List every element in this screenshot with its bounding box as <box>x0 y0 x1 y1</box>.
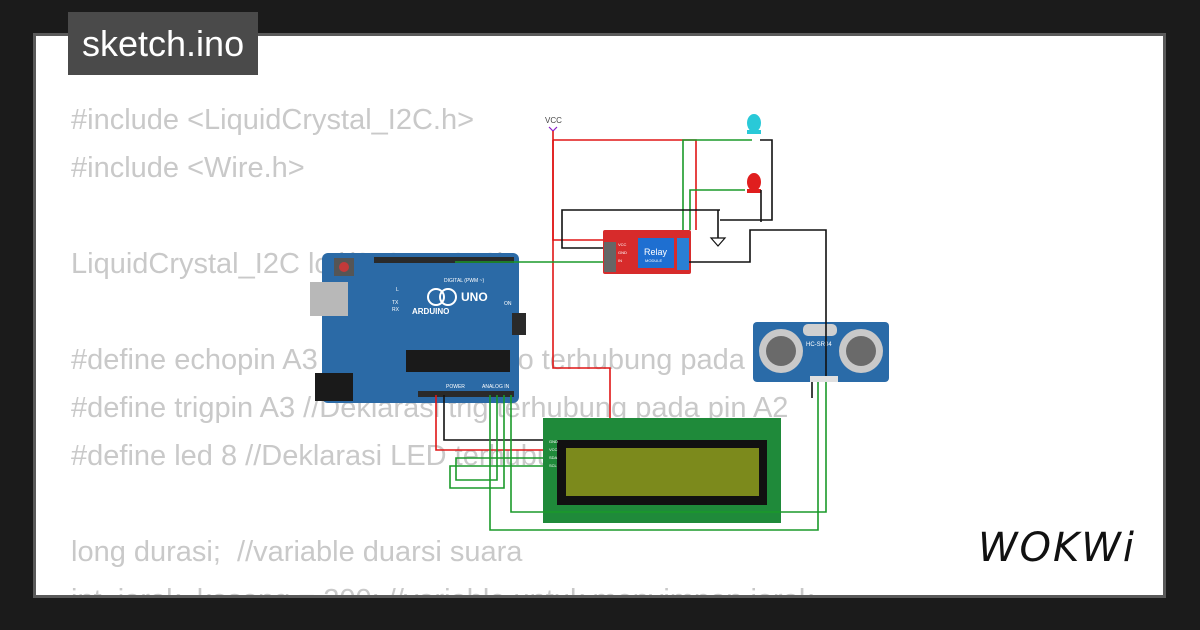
lcd-pin-scl: SCL <box>549 463 558 468</box>
power-analog-header <box>418 391 514 397</box>
arduino-uno-board: UNO ARDUINO DIGITAL (PWM ~) POWER ANALOG… <box>310 253 526 403</box>
led-rx-label: RX <box>392 307 400 313</box>
relay-pin-in: IN <box>618 258 622 263</box>
lcd-pin-vcc: VCC <box>549 447 558 452</box>
atmega-chip <box>406 350 510 372</box>
board-model-label: UNO <box>461 290 488 304</box>
arduino-infinity-icon <box>427 288 445 306</box>
power-jack <box>315 373 353 401</box>
vcc-label: VCC <box>545 116 562 125</box>
led-cyan <box>747 114 761 134</box>
code-line: #define trigpin A3 //Deklarasi trig terh… <box>71 392 789 424</box>
digital-header <box>374 257 514 263</box>
lcd-display: GND VCC SDA SCL <box>543 418 781 523</box>
led-tx-label: TX <box>392 300 399 306</box>
relay-label: Relay <box>644 247 668 257</box>
analog-header-label: ANALOG IN <box>482 384 510 390</box>
lcd-pin-sda: SDA <box>549 455 558 460</box>
relay-module: Relay MODULE VCC GND IN <box>603 230 691 274</box>
code-line: #include <LiquidCrystal_I2C.h> <box>71 104 475 136</box>
ultrasonic-label: HC-SR04 <box>806 342 832 348</box>
code-line: #include <Wire.h> <box>71 152 305 184</box>
board-brand-label: ARDUINO <box>412 307 449 316</box>
relay-pin-gnd: GND <box>618 250 627 255</box>
vcc-symbol <box>548 126 558 132</box>
wokwi-logo: WOKWi <box>978 525 1136 571</box>
digital-header-label: DIGITAL (PWM ~) <box>444 278 484 284</box>
relay-pin-vcc: VCC <box>618 242 627 247</box>
led-on-label: ON <box>504 301 512 307</box>
ground-symbol <box>709 237 727 247</box>
power-header-label: POWER <box>446 384 465 390</box>
code-line: int jarak, kosong = 200; //variable untu… <box>71 584 813 595</box>
ultrasonic-sensor: HC-SR04 <box>753 322 889 382</box>
led-l-label: L <box>396 287 399 293</box>
usb-port <box>310 282 348 316</box>
lcd-pin-gnd: GND <box>549 439 558 444</box>
wires <box>435 131 827 531</box>
led-red <box>747 173 761 193</box>
relay-sublabel: MODULE <box>645 258 662 263</box>
code-line: long durasi; //variable duarsi suara <box>71 536 523 568</box>
sketch-title: sketch.ino <box>68 12 259 75</box>
